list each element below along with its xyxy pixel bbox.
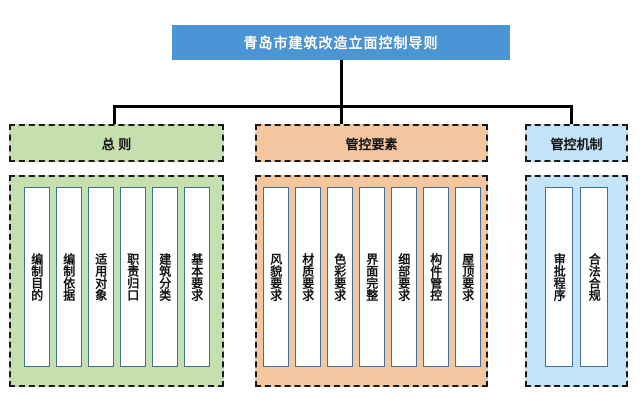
item-card[interactable]: 界面完整 xyxy=(358,187,385,367)
section-header-control-mechanism[interactable]: 管控机制 xyxy=(525,124,628,162)
item-card-label: 编制依据 xyxy=(61,253,76,301)
section-body-control-elements: 风貌要求 材质要求 色彩要求 界面完整 细部要求 构件管控 屋顶要求 xyxy=(255,175,488,387)
section-header-general-principles[interactable]: 总 则 xyxy=(9,124,224,162)
item-card[interactable]: 编制目的 xyxy=(23,187,50,367)
item-card-label: 基本要求 xyxy=(189,253,204,301)
item-card[interactable]: 色彩要求 xyxy=(326,187,353,367)
item-card-label: 审批程序 xyxy=(552,253,567,301)
connector-horizontal-bus xyxy=(113,105,573,108)
item-card[interactable]: 合法合规 xyxy=(580,187,608,367)
item-card[interactable]: 职责归口 xyxy=(119,187,146,367)
item-card[interactable]: 材质要求 xyxy=(294,187,321,367)
item-card[interactable]: 屋顶要求 xyxy=(454,187,481,367)
item-card-label: 材质要求 xyxy=(300,253,315,301)
item-card-label: 构件管控 xyxy=(428,253,443,301)
section-header-label: 管控要素 xyxy=(345,136,398,152)
item-card[interactable]: 风貌要求 xyxy=(262,187,289,367)
item-card-label: 细部要求 xyxy=(396,253,411,301)
section-body-control-mechanism: 审批程序 合法合规 xyxy=(525,175,628,387)
item-card[interactable]: 构件管控 xyxy=(422,187,449,367)
section-header-label: 管控机制 xyxy=(550,136,603,152)
section-header-label: 总 则 xyxy=(101,136,132,152)
item-card-label: 适用对象 xyxy=(93,253,108,301)
diagram-title-text: 青岛市建筑改造立面控制导则 xyxy=(243,34,439,51)
item-card[interactable]: 建筑分类 xyxy=(151,187,178,367)
item-card-label: 屋顶要求 xyxy=(460,253,475,301)
item-card[interactable]: 基本要求 xyxy=(183,187,210,367)
section-body-general-principles: 编制目的 编制依据 适用对象 职责归口 建筑分类 基本要求 xyxy=(9,175,224,387)
connector-branch-control-mechanism xyxy=(570,105,573,125)
item-card[interactable]: 编制依据 xyxy=(55,187,82,367)
item-card-label: 合法合规 xyxy=(587,253,602,301)
item-card-label: 建筑分类 xyxy=(157,253,172,301)
item-card-label: 编制目的 xyxy=(29,253,44,301)
item-card[interactable]: 细部要求 xyxy=(390,187,417,367)
item-card-label: 界面完整 xyxy=(364,253,379,301)
connector-branch-general xyxy=(113,105,116,125)
connector-branch-control-elements xyxy=(340,105,343,125)
item-card-label: 色彩要求 xyxy=(332,253,347,301)
item-card[interactable]: 审批程序 xyxy=(545,187,573,367)
section-header-control-elements[interactable]: 管控要素 xyxy=(255,124,488,162)
item-card-label: 风貌要求 xyxy=(268,253,283,301)
connector-trunk-vertical xyxy=(340,60,343,107)
item-card-label: 职责归口 xyxy=(125,253,140,301)
item-card[interactable]: 适用对象 xyxy=(87,187,114,367)
diagram-title-box: 青岛市建筑改造立面控制导则 xyxy=(172,25,510,60)
